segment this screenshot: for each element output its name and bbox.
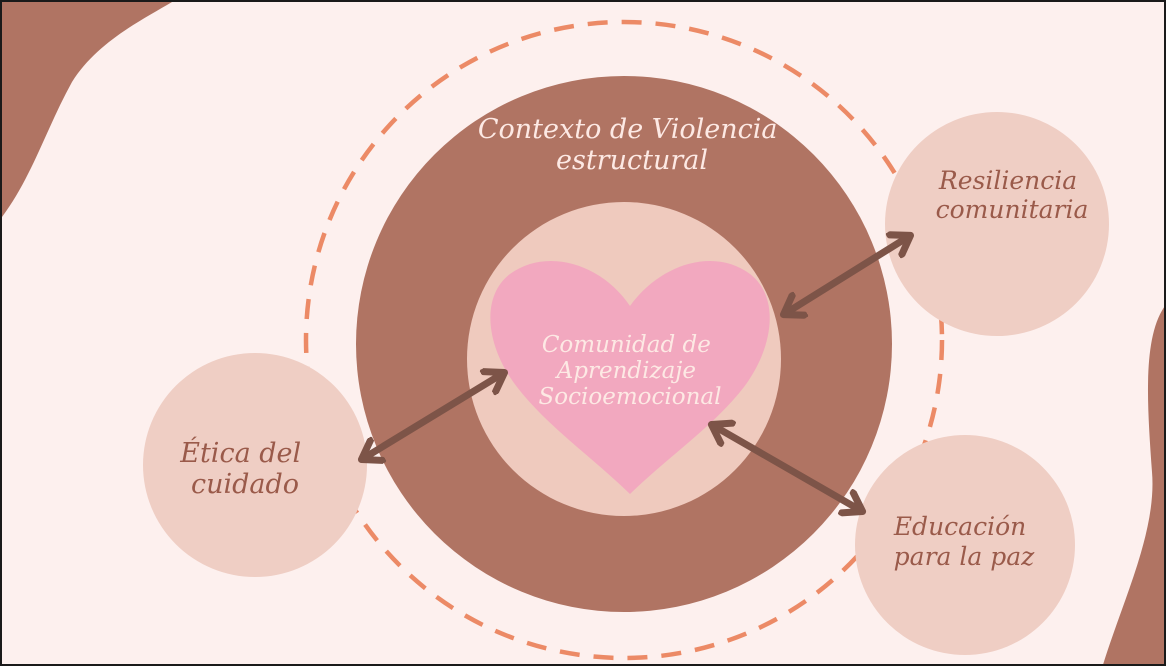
- heart-label-line-2: Aprendizaje: [555, 358, 696, 384]
- satellite-label-etica-line-1: Ética del: [179, 436, 301, 469]
- dashed-boundary-circle: [303, 19, 945, 661]
- context-label: Contexto de Violencia estructural: [478, 114, 786, 176]
- heart-label-line-1: Comunidad de: [542, 332, 711, 358]
- satellite-label-resiliencia-line-2: comunitaria: [936, 195, 1089, 224]
- decorative-blob-right: [1103, 307, 1164, 664]
- context-label-line-2: estructural: [556, 145, 708, 176]
- double-arrow-resiliencia: [786, 237, 908, 313]
- satellite-label-resiliencia: Resiliencia comunitaria: [936, 166, 1089, 224]
- heart-label-line-3: Socioemocional: [539, 384, 722, 410]
- context-label-line-1: Contexto de Violencia: [478, 114, 778, 145]
- satellite-label-etica-line-2: cuidado: [191, 469, 299, 500]
- satellite-label-resiliencia-line-1: Resiliencia: [938, 166, 1077, 195]
- heart-shape: [490, 260, 770, 494]
- satellite-label-educacion-line-1: Educación: [893, 512, 1026, 541]
- decorative-blob-top-left: [2, 2, 172, 217]
- satellite-label-etica: Ética del cuidado: [179, 436, 310, 500]
- double-arrow-educacion: [714, 426, 860, 510]
- heart-label: Comunidad de Aprendizaje Socioemocional: [539, 332, 722, 410]
- satellite-circle-etica: [143, 353, 367, 577]
- satellite-circle-educacion: [855, 435, 1075, 655]
- satellite-circle-resiliencia: [885, 112, 1109, 336]
- satellite-label-educacion: Educación para la paz: [893, 512, 1035, 571]
- satellite-label-educacion-line-2: para la paz: [894, 542, 1035, 571]
- double-arrow-etica: [364, 374, 502, 458]
